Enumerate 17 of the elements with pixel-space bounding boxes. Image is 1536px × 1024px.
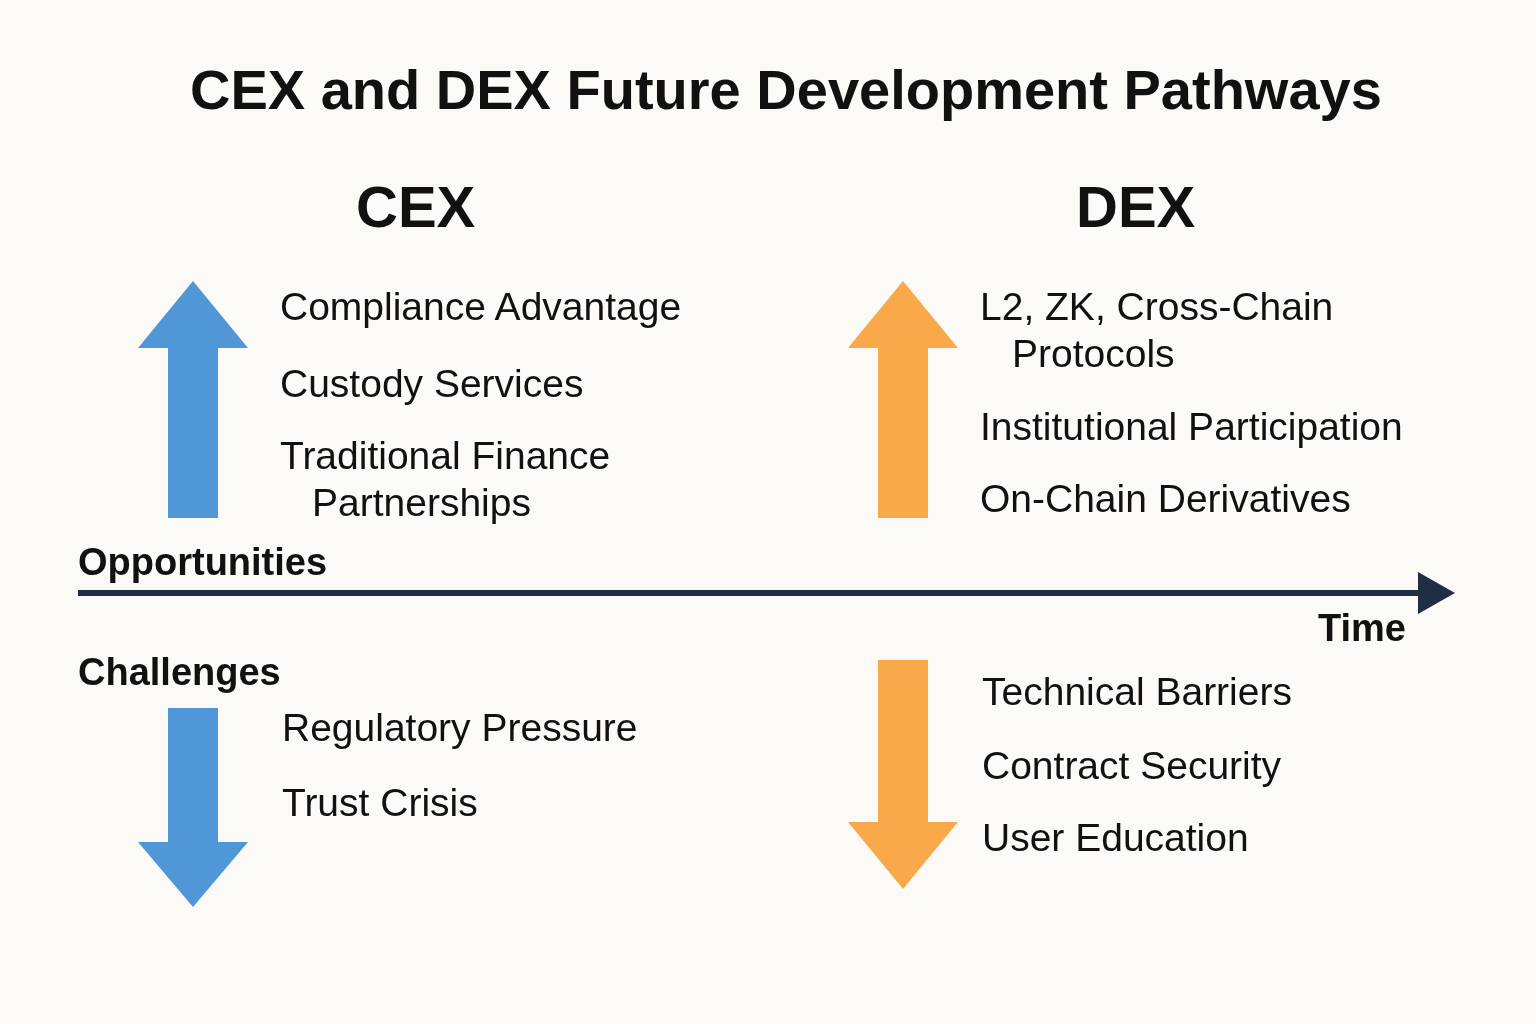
opportunity-text: Traditional Finance Partnerships	[280, 433, 612, 526]
opportunity-text: Institutional Participation	[980, 404, 1403, 450]
section-label: Challenges	[78, 650, 281, 695]
opportunity-text: On-Chain Derivatives	[980, 476, 1351, 522]
column-heading: CEX	[356, 173, 476, 241]
opportunity-text: Custody Services	[280, 361, 584, 407]
axis-label: Time	[1318, 606, 1406, 651]
section-label: Opportunities	[78, 540, 328, 585]
challenge-text: Technical Barriers	[982, 669, 1292, 715]
title: CEX and DEX Future Development Pathways	[190, 57, 1382, 123]
opportunity-text: L2, ZK, Cross-Chain Protocols	[980, 284, 1335, 377]
opportunity-text: Compliance Advantage	[280, 284, 682, 330]
challenge-text: Contract Security	[982, 743, 1282, 789]
column-heading: DEX	[1076, 173, 1196, 241]
challenge-text: Trust Crisis	[282, 780, 478, 826]
challenge-text: Regulatory Pressure	[282, 705, 638, 751]
challenge-text: User Education	[982, 815, 1249, 861]
